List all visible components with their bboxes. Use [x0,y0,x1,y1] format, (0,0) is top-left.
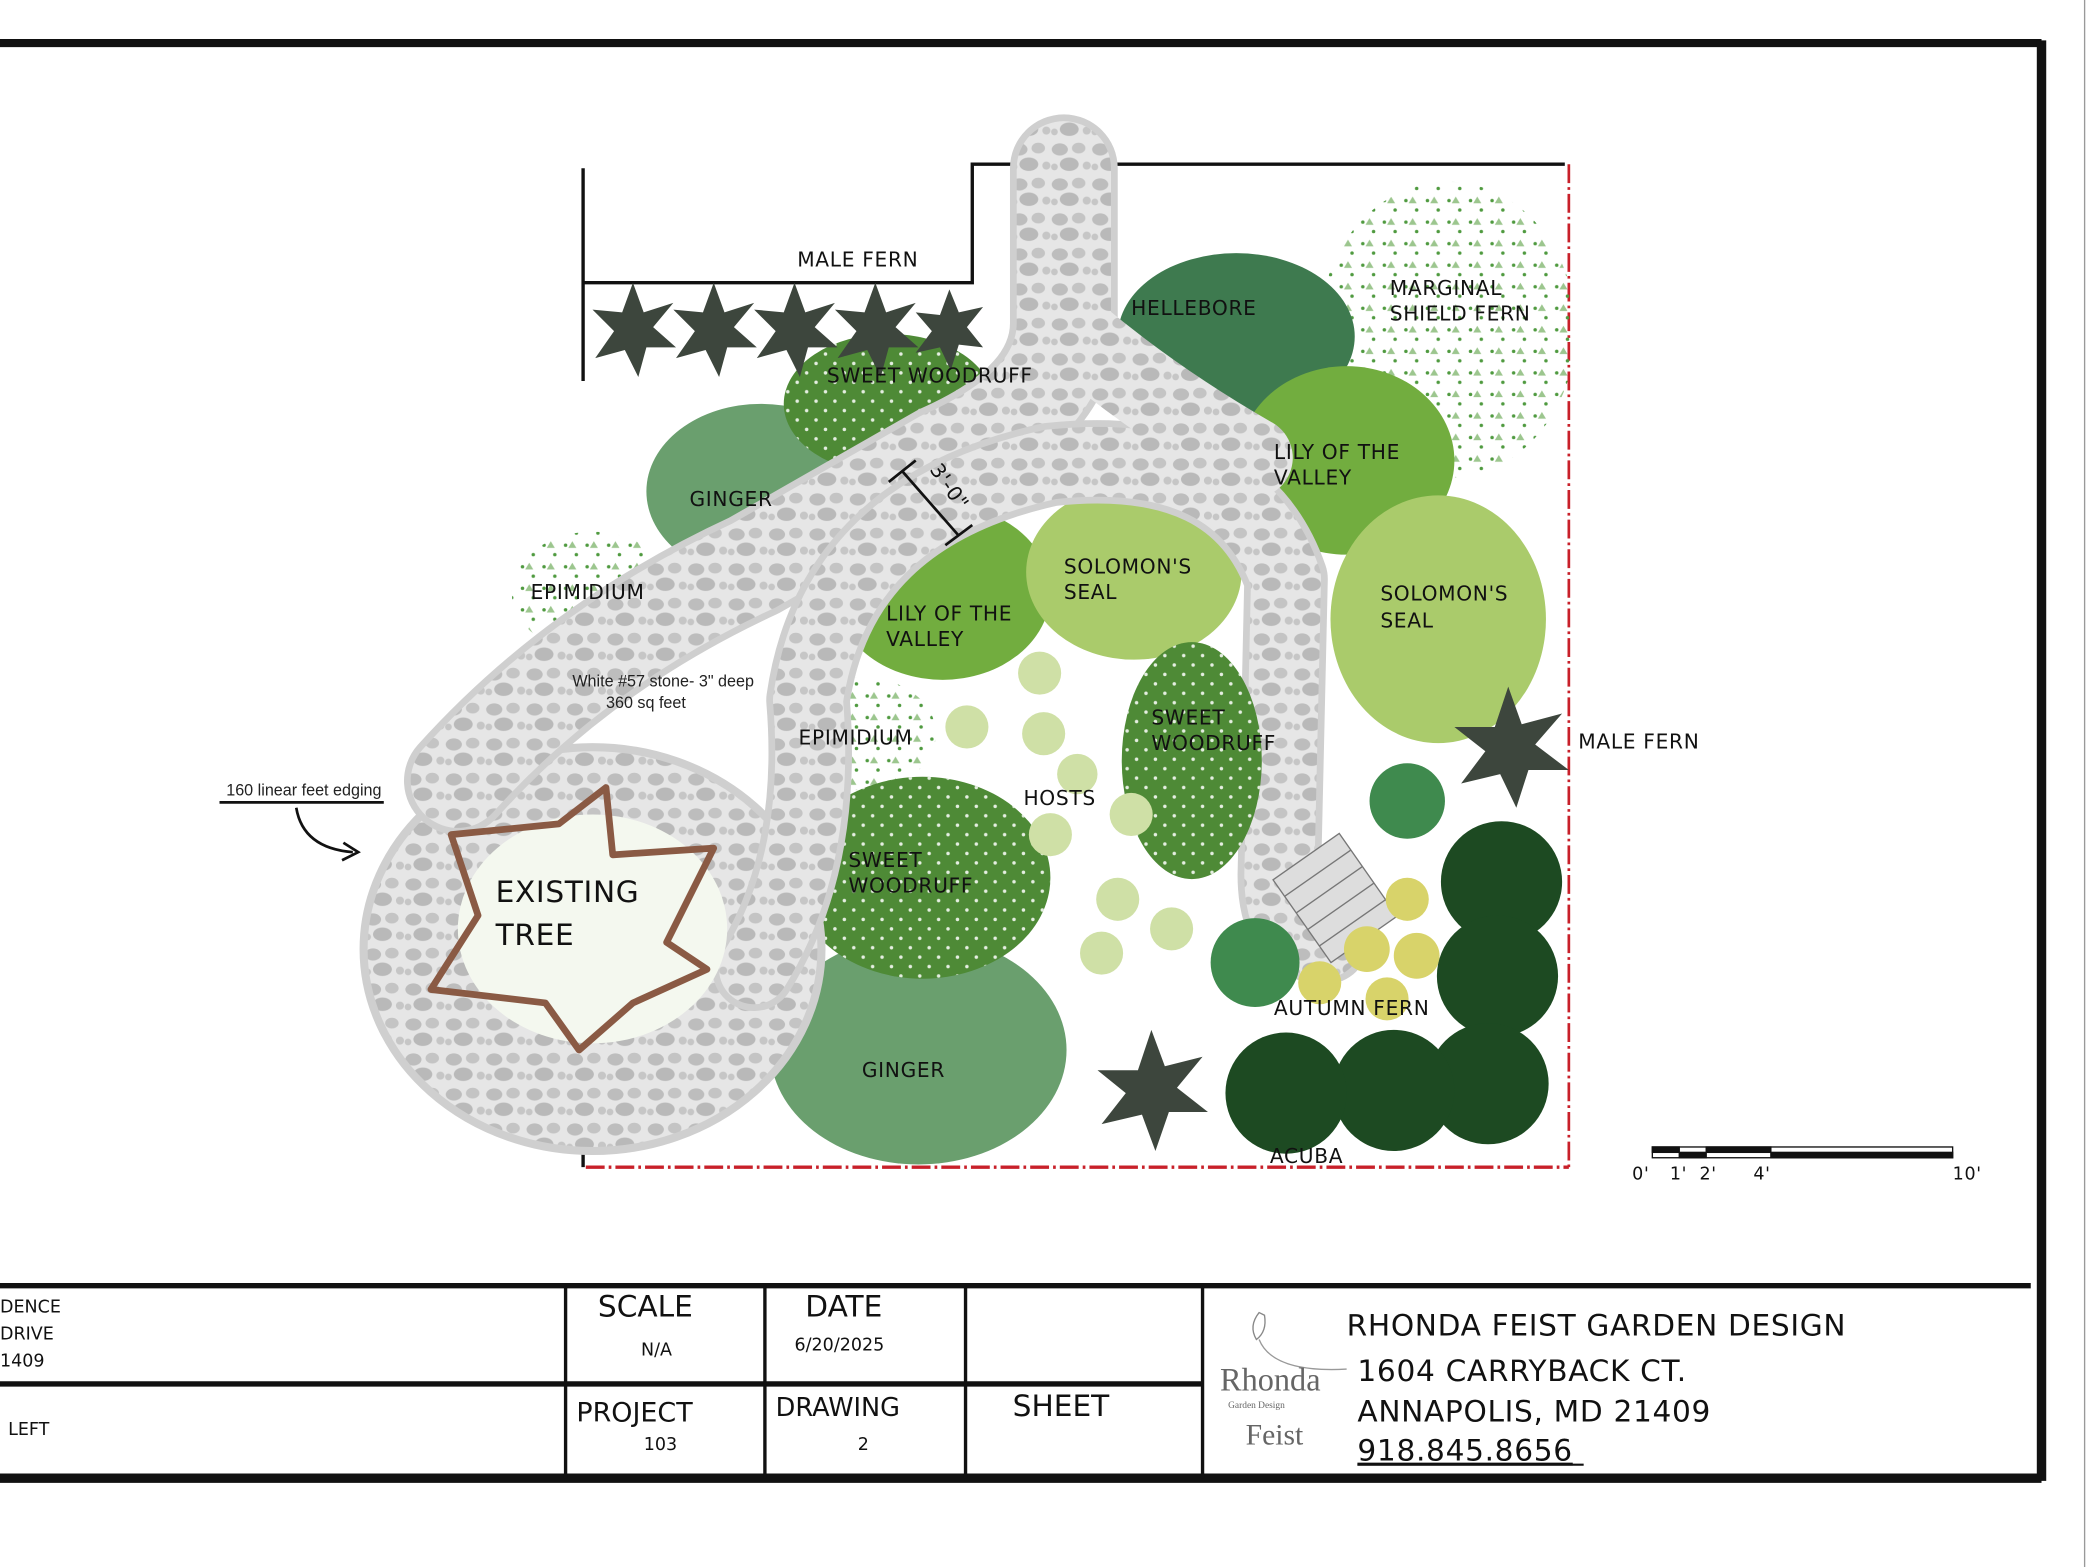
label-autumn-fern: AUTUMN FERN [1274,996,1430,1020]
label-marginal-shield-fern-2: SHIELD FERN [1390,301,1531,325]
scale-tick-10: 10' [1953,1164,1982,1184]
scale-tick-4: 4' [1753,1164,1770,1184]
drawing-value: 2 [858,1435,869,1455]
label-acuba: ACUBA [1270,1144,1343,1168]
client-line-2: DRIVE [0,1324,54,1344]
client-line-1: DENCE [0,1298,61,1318]
label-sweet-woodruff-lower-2: WOODRUFF [848,874,973,898]
existing-tree-icon [427,784,728,1054]
shrub [1210,918,1300,1007]
label-solomon-center-1: SOLOMON'S [1064,554,1192,578]
svg-text:Rhonda: Rhonda [1220,1362,1321,1398]
label-ginger-top: GINGER [689,487,772,511]
label-solomon-right-2: SEAL [1380,608,1433,632]
firm-name: RHONDA FEIST GARDEN DESIGN [1347,1308,1847,1342]
client-line-3: 1409 [0,1351,45,1371]
hosts-plants [945,651,1194,975]
label-marginal-shield-fern-1: MARGINAL [1390,276,1502,300]
label-hosts: HOSTS [1023,786,1095,810]
firm-address-2: ANNAPOLIS, MD 21409 [1357,1395,1711,1429]
label-sweet-woodruff-center-1: SWEET [1151,705,1225,729]
scale-label: SCALE [598,1290,693,1324]
label-hellebore: HELLEBORE [1131,296,1256,320]
firm-phone[interactable]: 918.845.8656 [1357,1434,1572,1468]
project-label: PROJECT [576,1398,693,1429]
title-block [0,1282,2042,1483]
date-label: DATE [805,1290,882,1324]
label-male-fern-top: MALE FERN [797,248,918,272]
sheet-label: SHEET [1013,1389,1110,1423]
label-lily-center-2: VALLEY [886,627,964,651]
firm-address-1: 1604 CARRYBACK CT. [1357,1354,1686,1388]
shrub [1369,763,1445,839]
date-value: 6/20/2025 [795,1335,885,1355]
solomons-seal-bed-right [1330,495,1546,744]
label-lily-right-1: LILY OF THE [1274,440,1400,464]
male-fern-plants [592,282,1569,1152]
acuba-shrubs [1225,821,1563,1154]
autumn-fern-plants [1298,877,1440,1021]
edging-callout [219,801,384,862]
scale-value: N/A [641,1341,672,1361]
svg-text:Feist: Feist [1246,1419,1304,1451]
ginger-bed-lower [770,935,1067,1165]
path-width-dimension [887,459,974,547]
label-existing-tree-2: TREE [495,918,575,952]
stone-note-2: 360 sq feet [606,694,686,712]
scale-bar [1651,1146,1954,1159]
label-sweet-woodruff-center-2: WOODRUFF [1151,731,1276,755]
solomons-seal-bed-center [1026,484,1242,660]
company-logo: Rhonda Garden Design Feist [1220,1311,1347,1451]
label-existing-tree-1: EXISTING [496,875,640,909]
label-ginger-lower: GINGER [862,1058,945,1082]
label-sweet-woodruff-top: SWEET WOODRUFF [827,363,1033,387]
label-solomon-center-2: SEAL [1064,580,1117,604]
label-epimidium-center: EPIMIDIUM [799,725,913,749]
stone-note-1: White #57 stone- 3" deep [572,673,754,691]
label-male-fern-right: MALE FERN [1578,730,1699,754]
sweet-woodruff-bed-center-dots [1121,642,1262,880]
drawing-label: DRAWING [776,1393,900,1423]
project-value: 103 [644,1435,677,1455]
scale-tick-0: 0' [1632,1164,1649,1184]
scale-tick-1: 1' [1670,1164,1687,1184]
label-solomon-right-1: SOLOMON'S [1380,581,1508,605]
label-sweet-woodruff-lower-1: SWEET [848,848,922,872]
svg-text:Garden Design: Garden Design [1228,1401,1285,1411]
label-lily-right-2: VALLEY [1274,466,1352,490]
client-line-4: LEFT [8,1420,50,1440]
scale-tick-2: 2' [1699,1164,1716,1184]
label-lily-center-1: LILY OF THE [886,602,1012,626]
sweet-woodruff-bed-lower-dots [794,776,1051,979]
edging-note: 160 linear feet edging [226,782,381,800]
label-epimidium-left: EPIMIDIUM [531,580,645,604]
